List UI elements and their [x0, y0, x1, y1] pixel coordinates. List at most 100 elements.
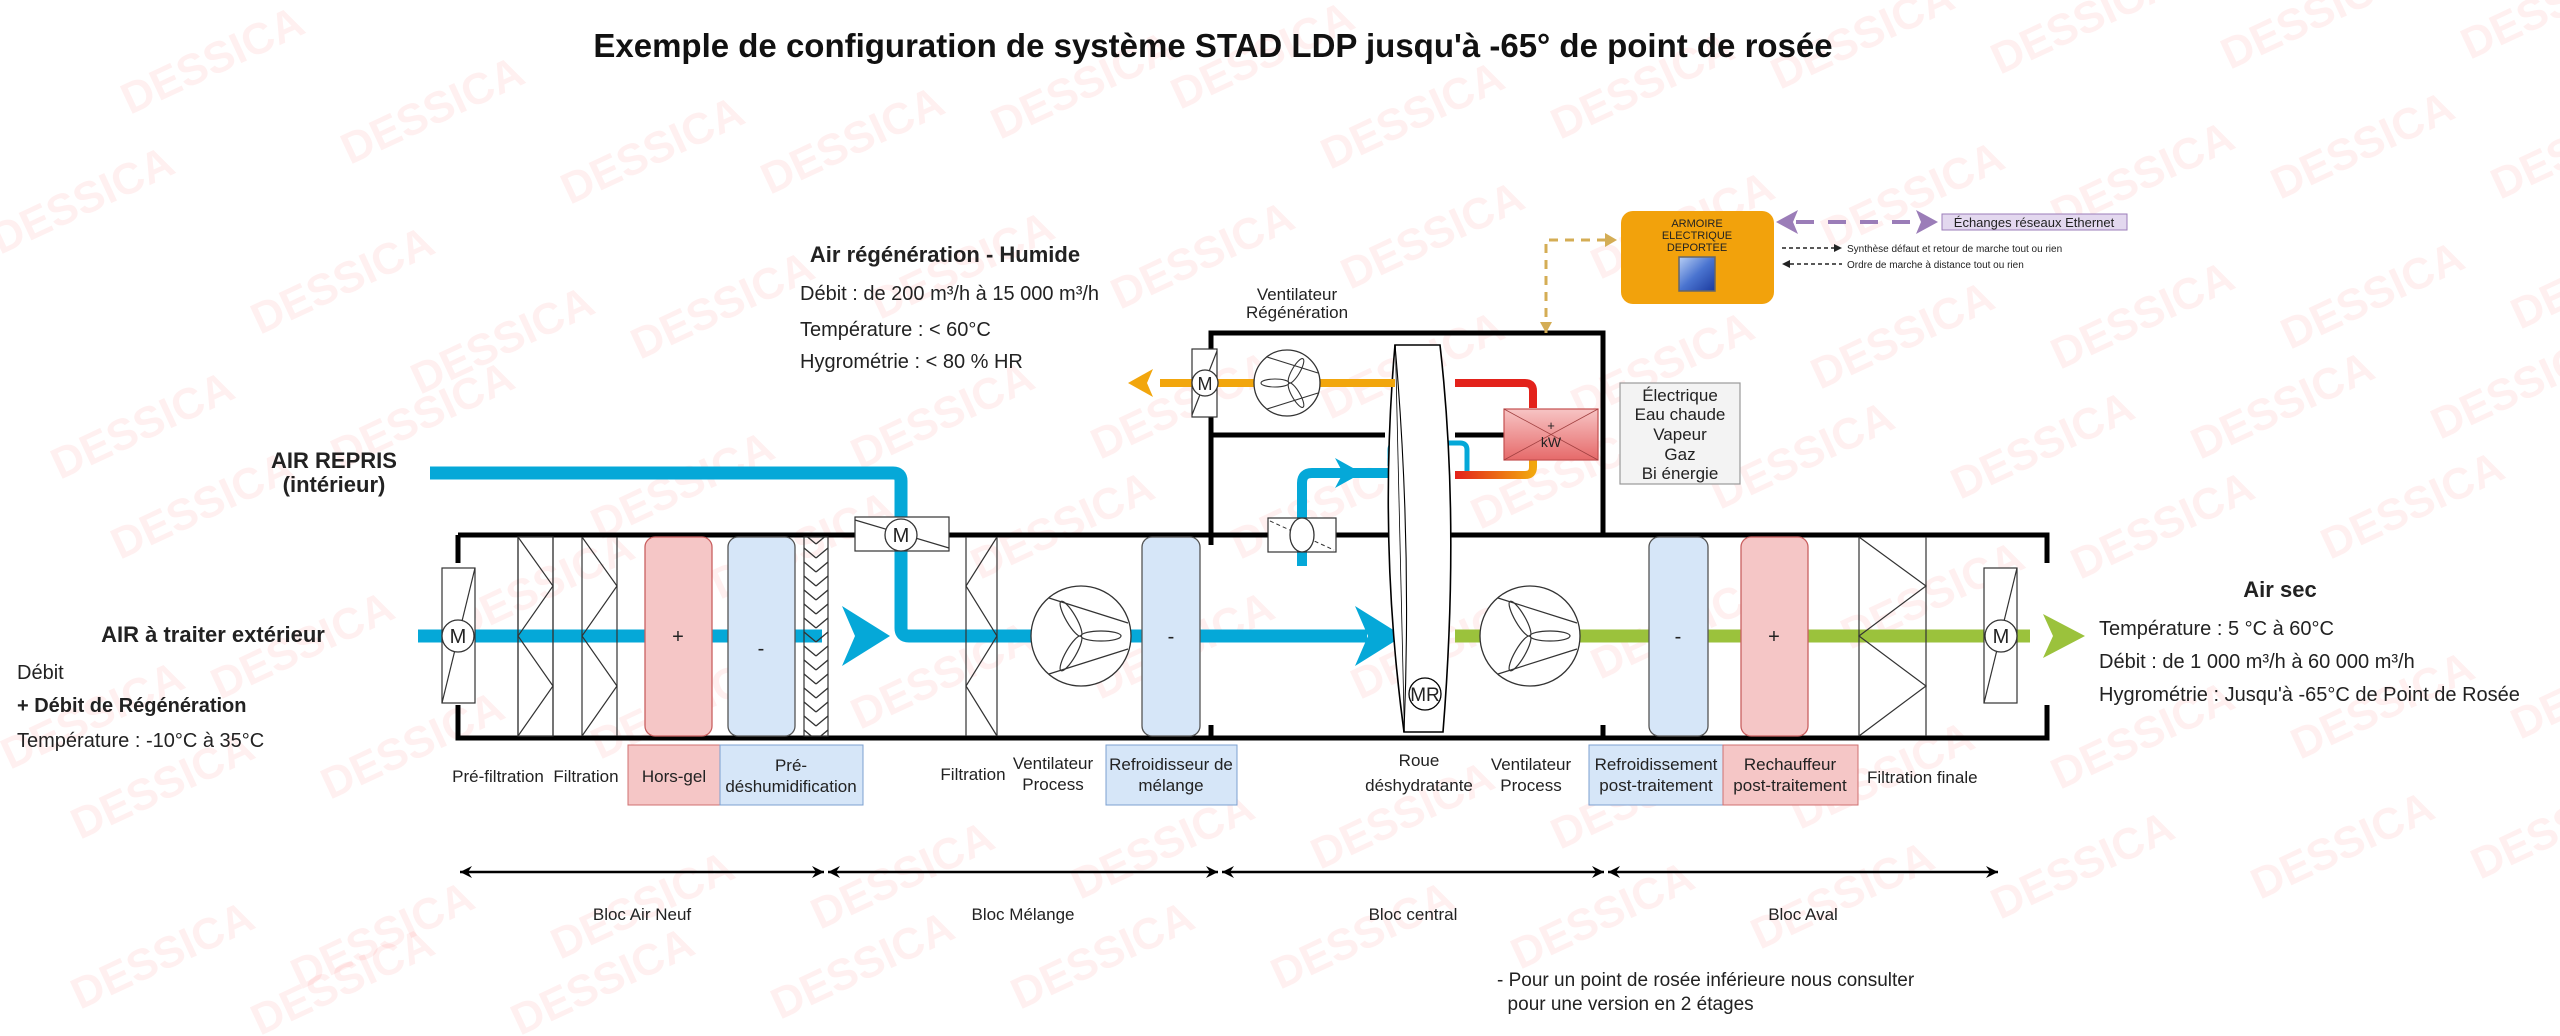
watermark-text: DESSICA	[1984, 802, 2182, 929]
watermark-text: DESSICA	[1944, 382, 2142, 509]
svg-text:Hygrométrie : < 80 % HR: Hygrométrie : < 80 % HR	[800, 351, 1023, 373]
svg-text:Rechauffeur: Rechauffeur	[1744, 755, 1837, 774]
control-cabinet: ARMOIRE ELECTRIQUE DEPORTEE	[1621, 211, 1774, 304]
watermark-text: DESSICA	[1264, 872, 1462, 999]
svg-text:Process: Process	[1500, 776, 1561, 795]
motor-label: M	[450, 626, 467, 648]
regen-fan-label-2: Régénération	[1246, 303, 1348, 322]
ethernet-link: Échanges réseaux Ethernet	[1776, 210, 2128, 234]
component-labels: Pré-filtration Filtration Hors-gel Pré- …	[452, 744, 1978, 806]
watermark-text: DESSICA	[314, 682, 512, 809]
svg-text:AIR à traiter extérieur: AIR à traiter extérieur	[101, 622, 325, 647]
svg-text:ARMOIRE: ARMOIRE	[1671, 218, 1722, 230]
watermark-text: DESSICA	[1804, 272, 2002, 399]
watermark-text: DESSICA	[2454, 0, 2560, 69]
page-title: Exemple de configuration de système STAD…	[593, 27, 1832, 64]
mixing-damper: M	[854, 516, 950, 552]
svg-text:Vapeur: Vapeur	[1653, 425, 1707, 444]
filter	[581, 536, 618, 737]
svg-text:déshumidification: déshumidification	[725, 777, 856, 796]
svg-text:déshydratante: déshydratante	[1365, 776, 1473, 795]
svg-text:Process: Process	[1022, 775, 1083, 794]
watermark-text: DESSICA	[244, 217, 442, 344]
watermark-text: DESSICA	[2274, 232, 2472, 359]
svg-text:post-traitement: post-traitement	[1733, 776, 1847, 795]
watermark-text: DESSICA	[1084, 342, 1282, 469]
svg-text:Synthèse défaut et retour de m: Synthèse défaut et retour de marche tout…	[1847, 244, 2062, 255]
svg-text:Température : -10°C à 35°C: Température : -10°C à 35°C	[17, 730, 264, 752]
block-label: Bloc Air Neuf	[593, 905, 692, 924]
arrowhead-left-icon	[1608, 866, 1620, 878]
arrowhead-right-icon	[1206, 866, 1218, 878]
watermark-text: DESSICA	[2184, 342, 2382, 469]
svg-text:Débit : de 1 000 m³/h à 60 000: Débit : de 1 000 m³/h à 60 000 m³/h	[2099, 651, 2415, 673]
filter-2	[965, 536, 998, 737]
watermark-text: DESSICA	[0, 137, 181, 264]
svg-text:Air régénération - Humide: Air régénération - Humide	[810, 242, 1080, 267]
svg-text:DEPORTEE: DEPORTEE	[1667, 242, 1727, 254]
svg-text:Température : 5 °C à 60°C: Température : 5 °C à 60°C	[2099, 618, 2334, 640]
svg-text:+ Débit de Régénération: + Débit de Régénération	[17, 695, 247, 717]
wheel-motor-label: MR	[1410, 685, 1440, 706]
outlet-damper: M	[1983, 567, 2018, 704]
svg-text:+: +	[1768, 626, 1780, 648]
svg-text:Filtration: Filtration	[553, 767, 618, 786]
watermark-text: DESSICA	[2314, 442, 2512, 569]
svg-text:+: +	[1547, 418, 1555, 433]
inlet-damper: M	[441, 567, 476, 704]
svg-text:post-traitement: post-traitement	[1599, 776, 1713, 795]
svg-text:M: M	[1198, 374, 1213, 394]
watermark-text: DESSICA	[2244, 782, 2442, 909]
svg-text:Roue: Roue	[1399, 751, 1440, 770]
svg-text:Hors-gel: Hors-gel	[642, 767, 706, 786]
svg-text:mélange: mélange	[1138, 776, 1203, 795]
watermark-text: DESSICA	[2504, 212, 2560, 339]
watermark-text: DESSICA	[334, 47, 532, 174]
svg-text:Débit : de 200 m³/h à 15 000: Débit : de 200 m³/h à 15 000 m³/h	[800, 283, 1099, 305]
svg-text:Électrique: Électrique	[1642, 386, 1718, 405]
watermark-text: DESSICA	[754, 77, 952, 204]
prefilter	[517, 536, 554, 737]
process-fan-1	[1030, 585, 1132, 687]
svg-text:(intérieur): (intérieur)	[283, 472, 386, 497]
energy-options: Électrique Eau chaude Vapeur Gaz Bi éner…	[1619, 382, 1741, 485]
regen-heater: + kW	[1503, 408, 1599, 461]
arrowhead-right-icon	[1592, 866, 1604, 878]
svg-text:Filtration: Filtration	[940, 765, 1005, 784]
svg-text:M: M	[1993, 626, 2010, 648]
watermark-text: DESSICA	[1984, 0, 2182, 84]
regen-air-arrow	[1128, 369, 1153, 397]
watermark-text: DESSICA	[2064, 462, 2262, 589]
svg-text:-: -	[758, 638, 765, 660]
watermark-text: DESSICA	[2464, 762, 2560, 889]
watermark-text: DESSICA	[624, 242, 822, 369]
arrowhead-left-icon	[1222, 866, 1234, 878]
watermark-text: DESSICA	[1744, 832, 1942, 959]
watermark-text: DESSICA	[2484, 82, 2560, 209]
svg-text:M: M	[893, 525, 910, 547]
svg-text:Filtration finale: Filtration finale	[1867, 768, 1978, 787]
post-cooler: -	[1648, 536, 1709, 737]
frost-heater: +	[644, 536, 713, 737]
mixing-cooler: -	[1141, 536, 1201, 737]
desiccant-wheel: MR	[1387, 344, 1452, 733]
bypass-damper	[1267, 517, 1337, 553]
watermark-text: DESSICA	[2044, 252, 2242, 379]
regen-damper: M	[1191, 348, 1219, 418]
svg-text:+: +	[672, 626, 684, 648]
return-air-info: AIR REPRIS (intérieur)	[271, 448, 397, 497]
svg-text:pour une version en 2 étages: pour une version en 2 étages	[1497, 994, 1754, 1015]
svg-text:Débit: Débit	[17, 662, 64, 684]
svg-text:Gaz: Gaz	[1664, 445, 1695, 464]
regen-fan	[1253, 349, 1321, 417]
arrowhead-right-icon	[812, 866, 824, 878]
svg-text:Hygrométrie : Jusqu'à -65°C de: Hygrométrie : Jusqu'à -65°C de Point de …	[2099, 684, 2520, 706]
watermark-text: DESSICA	[1334, 172, 1532, 299]
process-fan-2	[1479, 585, 1581, 687]
main-housing	[455, 330, 2050, 741]
outlet-info: Air sec Température : 5 °C à 60°C Débit …	[2099, 577, 2520, 706]
final-filter	[1857, 536, 1928, 737]
droplet-separator	[803, 536, 829, 737]
block-label: Bloc Aval	[1768, 905, 1838, 924]
